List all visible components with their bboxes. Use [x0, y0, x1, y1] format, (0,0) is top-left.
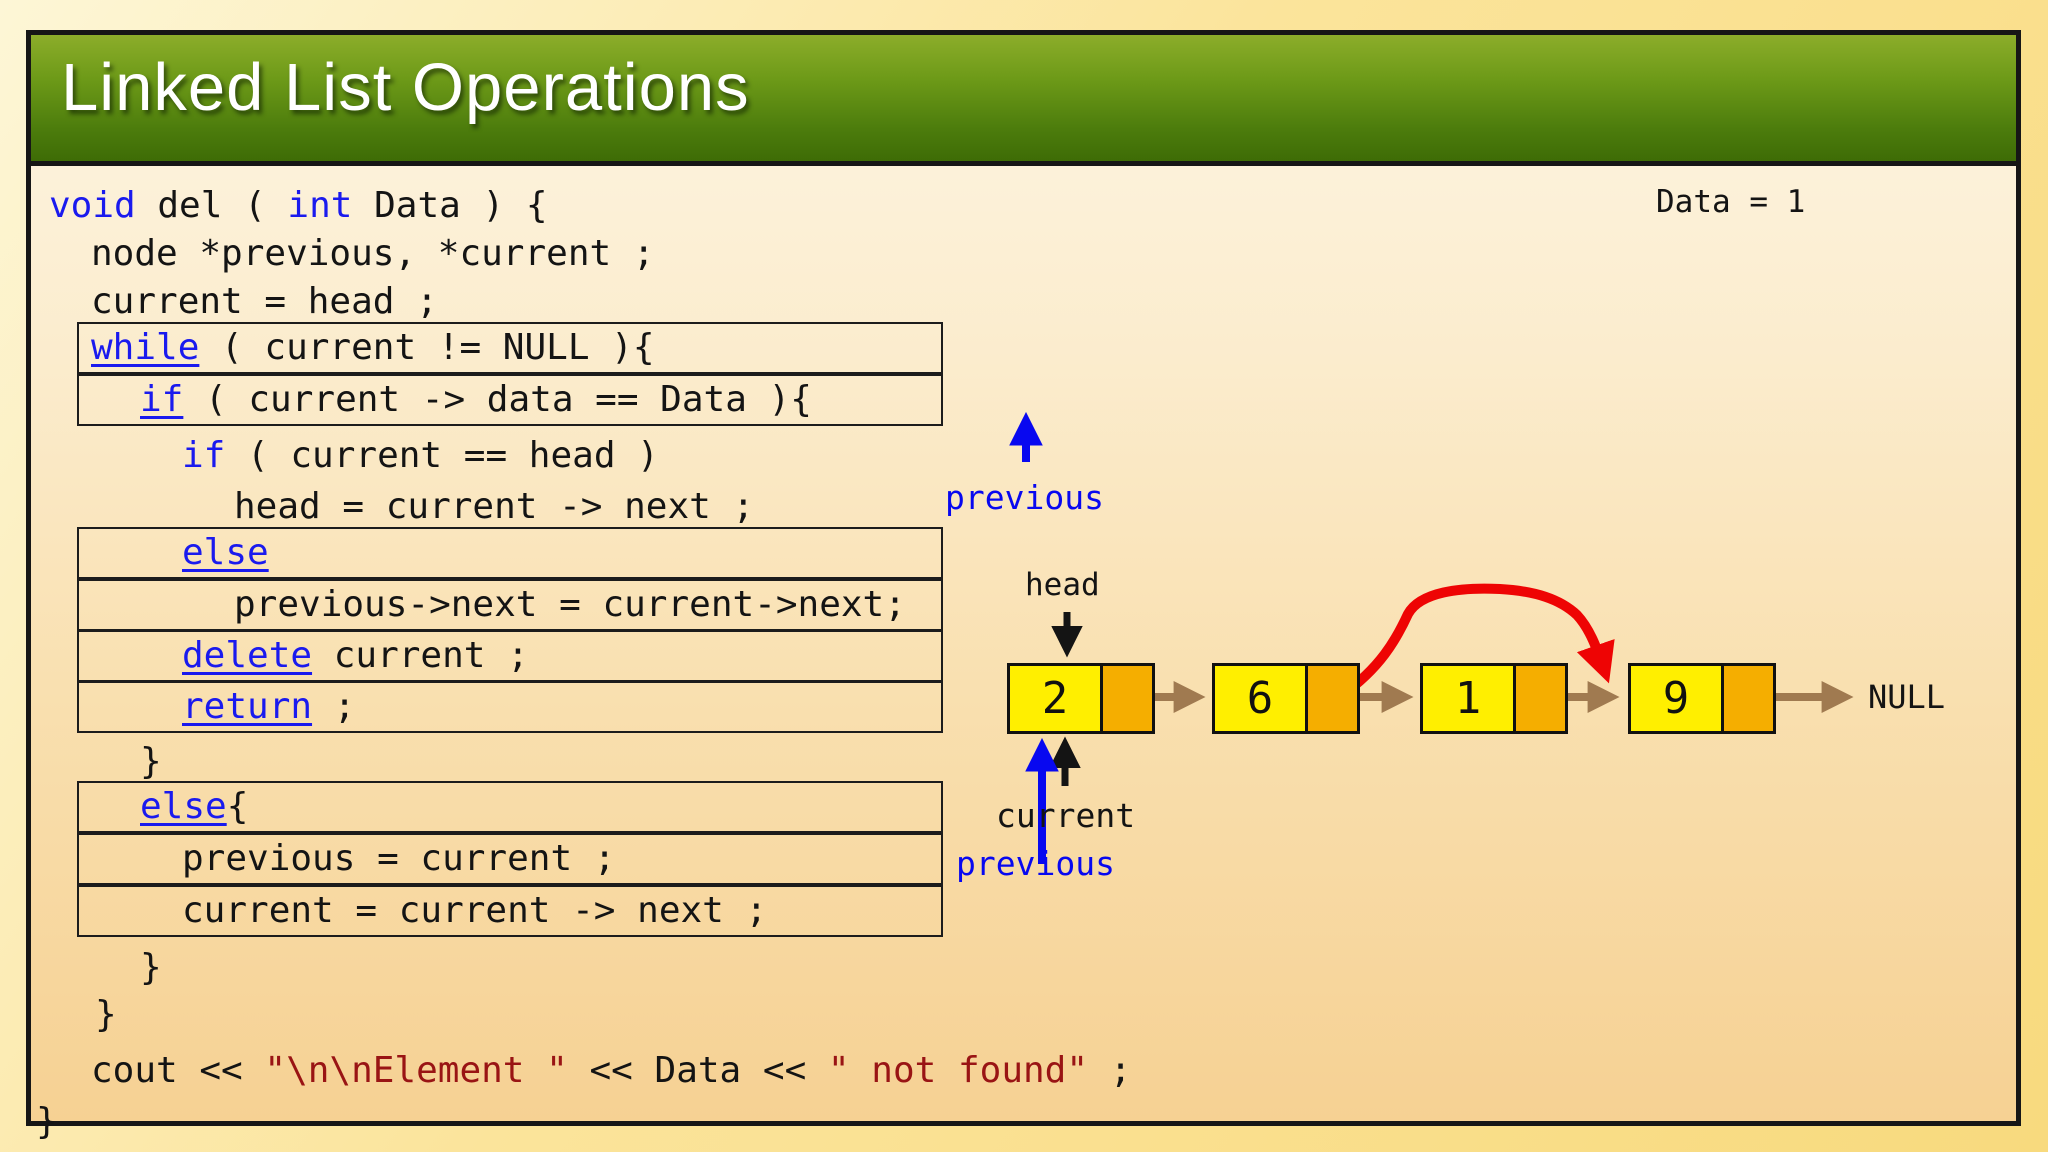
code-line: current = current -> next ;: [182, 884, 767, 938]
code-line: previous->next = current->next;: [234, 578, 906, 632]
code-token: "\n\nElement ": [264, 1050, 568, 1091]
code-token: ;: [312, 686, 356, 727]
code-token: current ;: [312, 635, 529, 676]
code-token: head = current -> next ;: [234, 486, 755, 527]
code-line: else: [182, 526, 269, 580]
code-highlight-box: [77, 781, 943, 833]
code-line: head = current -> next ;: [234, 480, 754, 534]
title-bar: Linked List Operations: [31, 35, 2016, 166]
code-token: if: [140, 379, 184, 420]
code-token: current = current -> next ;: [182, 890, 768, 931]
current-pointer-label: current: [996, 796, 1136, 835]
node-pointer-cell: [1516, 666, 1565, 731]
code-token: return: [182, 686, 313, 727]
code-highlight-box: [77, 833, 943, 885]
code-token: previous->next = current->next;: [234, 584, 906, 625]
code-highlight-box: [77, 681, 943, 733]
code-token: if: [182, 435, 226, 476]
code-highlight-box: [77, 374, 943, 426]
code-line: return ;: [182, 680, 355, 734]
node-pointer-cell: [1103, 666, 1152, 731]
page-title: Linked List Operations: [61, 50, 750, 125]
list-node: 2: [1007, 663, 1155, 734]
code-token: ;: [1088, 1050, 1132, 1091]
code-token: " not found": [827, 1050, 1089, 1091]
code-line: }: [140, 941, 162, 995]
node-pointer-cell: [1308, 666, 1357, 731]
code-highlight-box: [77, 885, 943, 937]
code-line: void del ( int Data ) {: [49, 179, 548, 233]
code-token: else: [182, 532, 269, 573]
code-token: ( current == head ): [225, 435, 659, 476]
code-token: ( current != NULL ){: [199, 327, 655, 368]
data-value-annotation: Data = 1: [1656, 184, 1806, 220]
code-token: {: [226, 786, 249, 827]
code-line: cout << "\n\nElement " << Data << " not …: [91, 1044, 1131, 1098]
code-highlight-box: [77, 322, 943, 374]
code-line: current = head ;: [91, 275, 438, 329]
code-token: }: [140, 741, 162, 782]
node-data-cell: 1: [1423, 666, 1516, 731]
node-data-cell: 6: [1215, 666, 1308, 731]
code-token: }: [140, 947, 162, 988]
previous-pointer-label: previous: [956, 844, 1115, 883]
list-node: 6: [1212, 663, 1360, 734]
list-node: 9: [1628, 663, 1776, 734]
code-line: }: [95, 988, 117, 1042]
code-token: int: [287, 185, 353, 226]
head-pointer-label: head: [1025, 567, 1100, 603]
code-token: else: [140, 786, 227, 827]
code-token: << Data <<: [567, 1050, 828, 1091]
code-token: cout <<: [91, 1050, 265, 1091]
code-line: delete current ;: [182, 629, 529, 683]
code-line: else{: [140, 780, 248, 834]
code-token: Data ) {: [352, 185, 548, 226]
code-token: void: [49, 185, 136, 226]
previous-pointer-label-top: previous: [945, 478, 1104, 517]
code-line: if ( current == head ): [182, 429, 659, 483]
code-token: delete: [182, 635, 313, 676]
code-token: node *previous, *current ;: [91, 233, 655, 274]
code-token: current = head ;: [91, 281, 438, 322]
node-pointer-cell: [1724, 666, 1773, 731]
code-line: if ( current -> data == Data ){: [140, 373, 812, 427]
list-node: 1: [1420, 663, 1568, 734]
null-label: NULL: [1868, 678, 1946, 716]
code-highlight-box: [77, 527, 943, 579]
code-line: previous = current ;: [182, 832, 615, 886]
code-token: while: [91, 327, 200, 368]
code-token: }: [95, 994, 117, 1035]
code-token: previous = current ;: [182, 838, 616, 879]
code-line: }: [140, 735, 162, 789]
code-token: }: [36, 1101, 58, 1142]
code-line: }: [36, 1095, 58, 1149]
node-data-cell: 2: [1010, 666, 1103, 731]
code-line: node *previous, *current ;: [91, 227, 655, 281]
code-line: while ( current != NULL ){: [91, 321, 655, 375]
code-token: ( current -> data == Data ){: [183, 379, 812, 420]
node-data-cell: 9: [1631, 666, 1724, 731]
code-token: del (: [135, 185, 288, 226]
